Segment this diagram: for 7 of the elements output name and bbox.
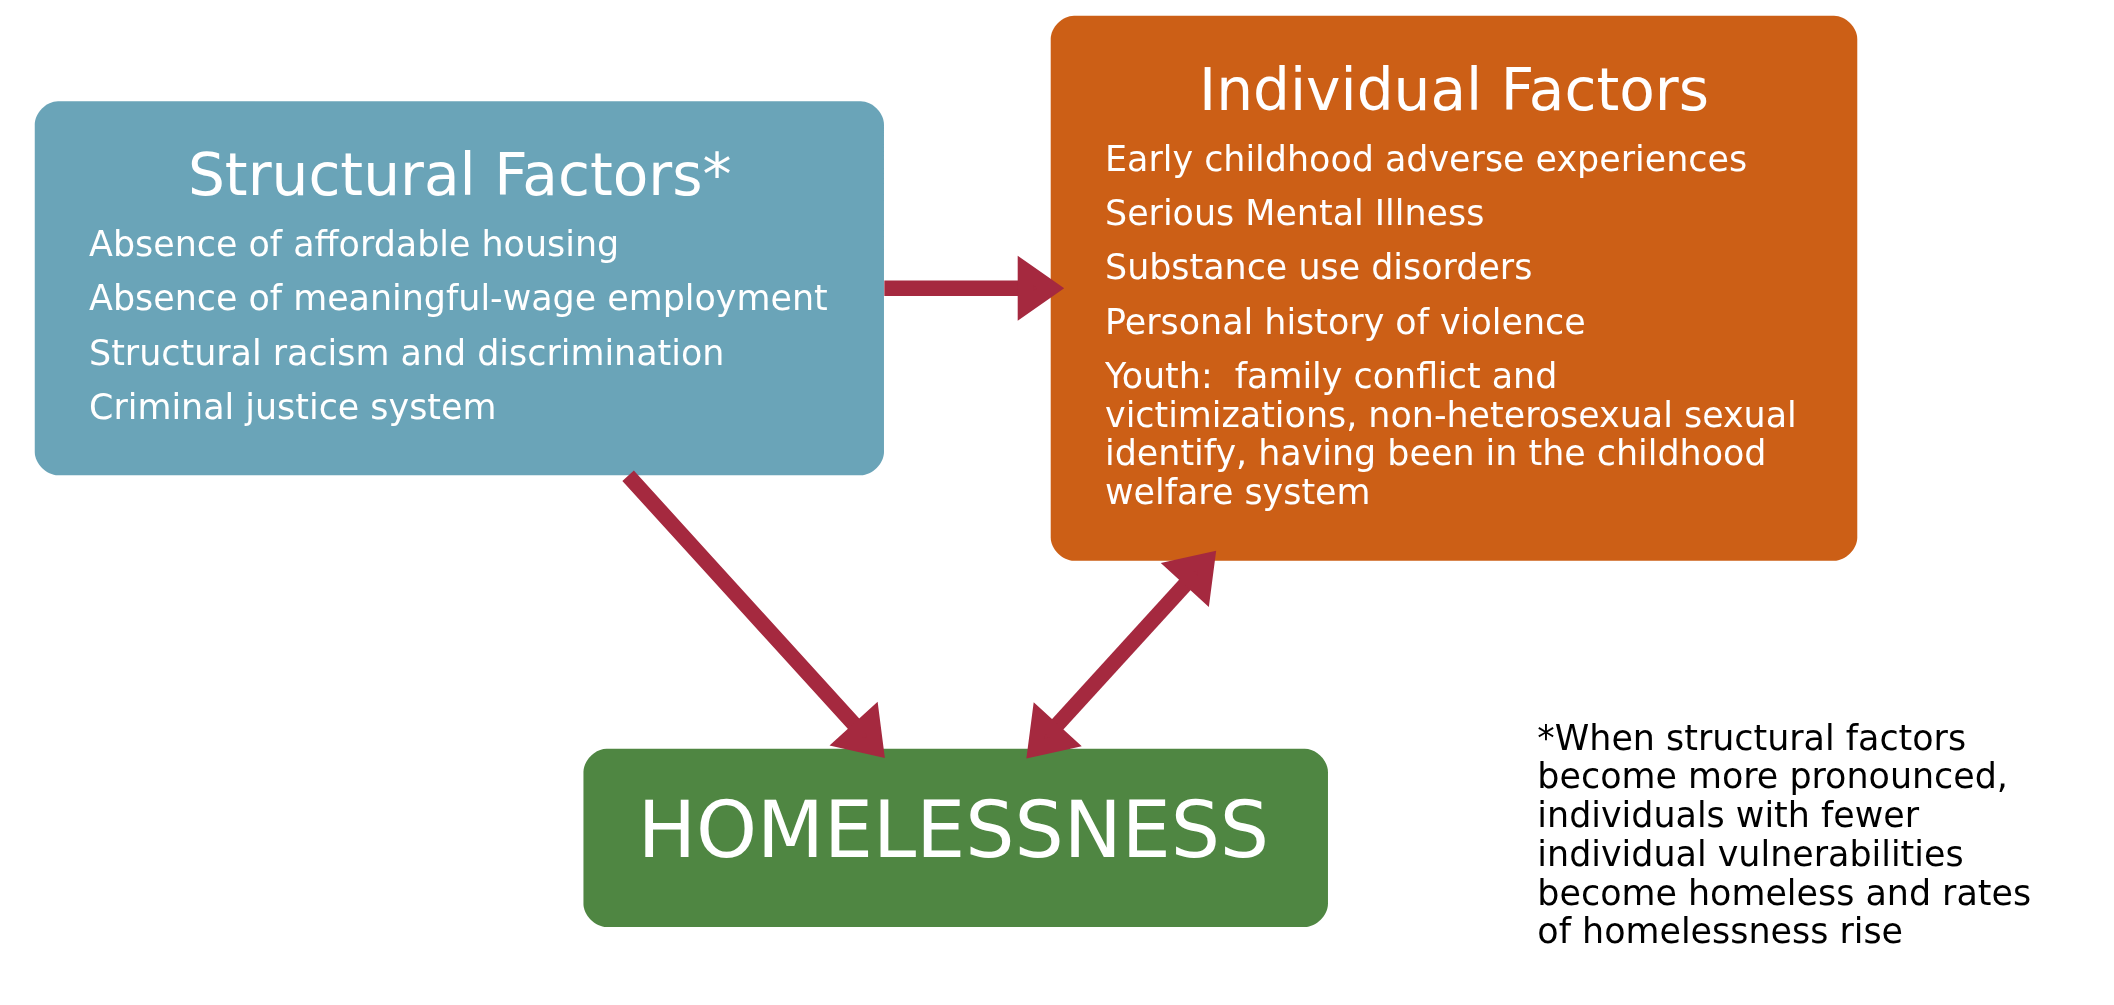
node-box: HOMELESSNESS bbox=[582, 748, 1328, 928]
label: *When structural factors become more pronounced, individuals with fewer individual vulnerabilities become homeless and rates of homelessness rise bbox=[1536, 717, 2031, 952]
arrow bbox=[621, 470, 885, 759]
arrow bbox=[1025, 550, 1216, 759]
node-box: Individual Factors Early childhood adverse experiences Serious Mental Illness Substance use disorders Personal history of violence Youth: family conflict and victimizations, non-heterosexual sexual identify, having been in the childhood welfare system bbox=[1050, 15, 1857, 561]
arrow bbox=[883, 255, 1064, 321]
node-box: Structural Factors* Absence of affordable housing Absence of meaningful-wage employment Structural racism and discrimination Criminal justice system bbox=[34, 101, 884, 476]
